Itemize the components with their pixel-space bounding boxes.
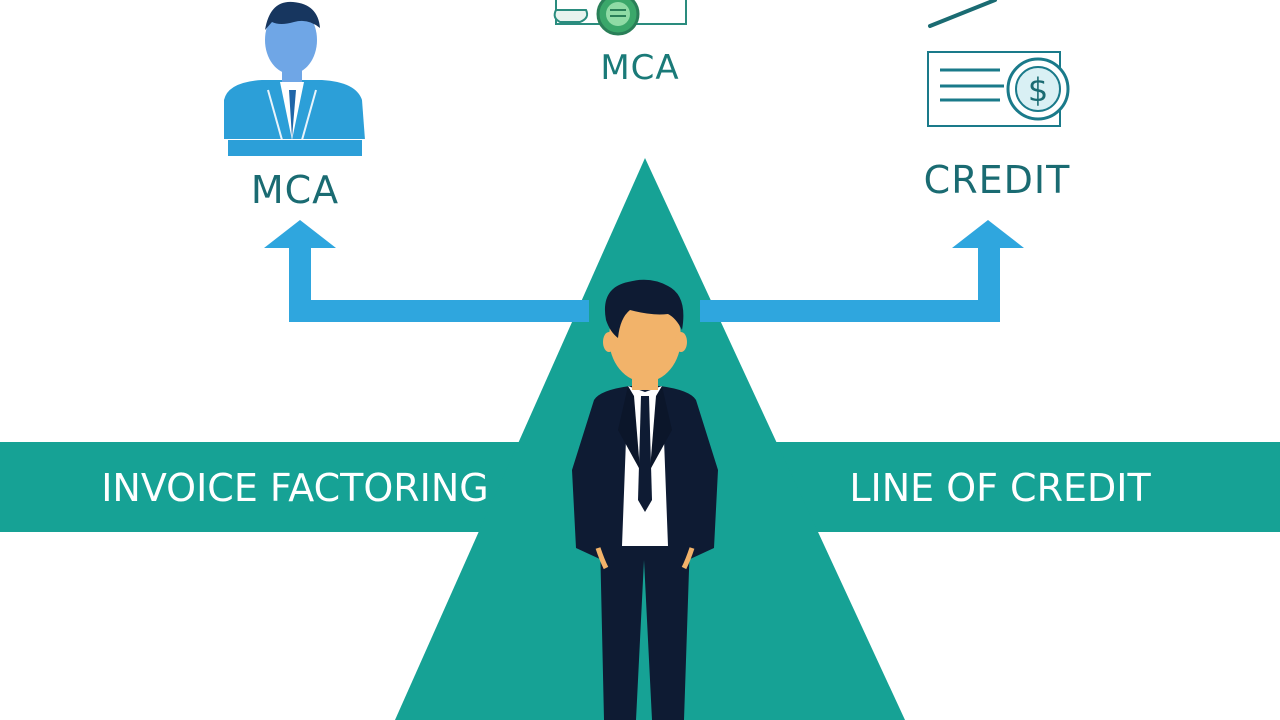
businessman-figure [572, 279, 718, 720]
cash-icon [553, 0, 687, 36]
check-dollar-icon: $ [927, 51, 1070, 127]
mca-top-label: MCA [600, 48, 680, 88]
pen-icon [928, 0, 997, 28]
arrow-to-credit [700, 220, 1024, 322]
line-of-credit-label: LINE OF CREDIT [849, 466, 1151, 510]
businessman-icon [224, 1, 365, 156]
svg-text:$: $ [1028, 71, 1048, 109]
arrow-to-mca [264, 220, 589, 322]
invoice-factoring-label: INVOICE FACTORING [101, 466, 489, 510]
mca-label: MCA [250, 168, 340, 212]
credit-label: CREDIT [923, 158, 1071, 202]
